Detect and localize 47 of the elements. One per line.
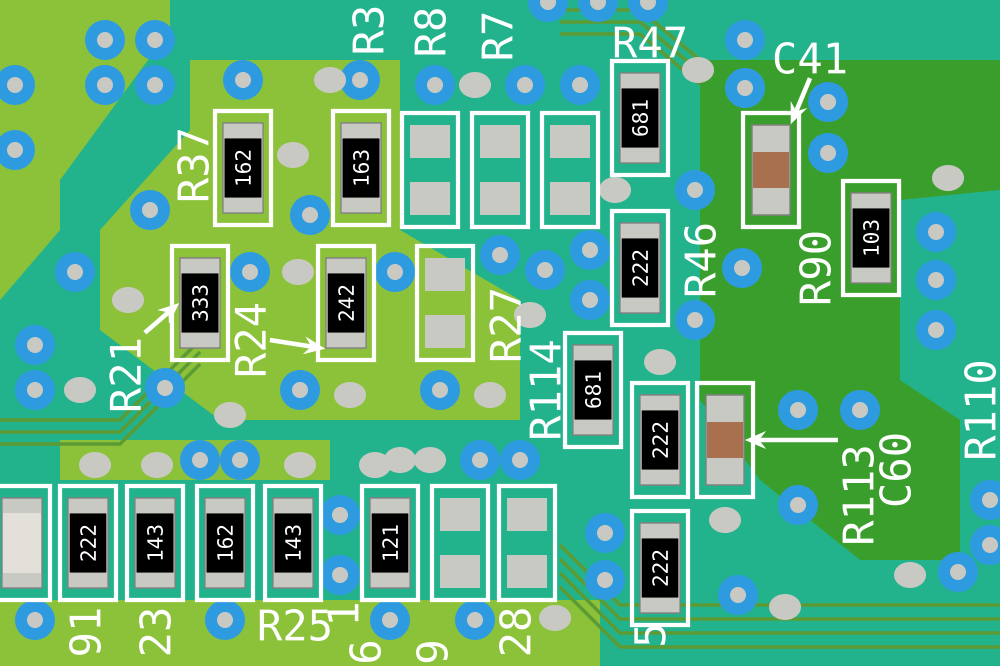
silkscreen-label: R27	[489, 290, 521, 360]
silkscreen-label: R8	[414, 9, 446, 54]
silkscreen-label: R37	[177, 130, 209, 200]
silkscreen-label: 9	[416, 642, 448, 662]
silkscreen-label: R46	[684, 224, 716, 296]
empty-footprint	[540, 110, 600, 230]
silkscreen-label: R114	[530, 341, 560, 438]
smd-resistor: 222	[630, 508, 690, 628]
empty-footprint	[496, 484, 558, 602]
smd-resistor: 681	[562, 330, 624, 450]
silkscreen-label: 5	[634, 626, 666, 645]
silkscreen-label: 6	[349, 642, 381, 662]
smd-resistor: 242	[316, 244, 376, 362]
smd-resistor: 162	[194, 484, 256, 602]
smd-resistor: 333	[170, 244, 230, 362]
silkscreen-label: 23	[139, 610, 171, 654]
empty-footprint	[400, 110, 460, 230]
smd-resistor: 681	[610, 58, 670, 178]
silkscreen-label: 28	[499, 609, 531, 654]
silkscreen-label: R7	[482, 14, 512, 58]
smd-resistor: 163	[330, 108, 392, 228]
empty-footprint	[414, 244, 476, 362]
silkscreen-label: R110	[964, 362, 996, 458]
smd-capacitor	[694, 380, 756, 500]
smd-resistor: 103	[840, 178, 902, 298]
silkscreen-label: R25	[260, 609, 330, 641]
empty-footprint	[470, 110, 530, 230]
silkscreen-label: C41	[774, 42, 846, 74]
silkscreen-label: R47	[614, 26, 685, 58]
smd-resistor	[0, 484, 52, 602]
silkscreen-label: R3	[352, 8, 384, 52]
smd-resistor: 143	[262, 484, 324, 602]
smd-resistor: 121	[360, 484, 420, 602]
smd-resistor: 222	[58, 484, 118, 602]
silkscreen-label: R113	[842, 447, 874, 543]
smd-resistor: 143	[124, 484, 186, 602]
empty-footprint	[430, 484, 490, 602]
smd-resistor: 222	[630, 380, 690, 500]
silkscreen-label: 91	[69, 609, 101, 655]
silkscreen-label: 1	[328, 604, 358, 622]
silkscreen-label: R24	[234, 304, 266, 376]
smd-capacitor	[740, 110, 802, 230]
smd-resistor: 222	[610, 208, 670, 328]
silkscreen-label: R21	[109, 340, 141, 410]
smd-resistor: 162	[212, 108, 274, 228]
silkscreen-label: R90	[799, 232, 831, 304]
silkscreen-label: C60	[879, 434, 911, 506]
